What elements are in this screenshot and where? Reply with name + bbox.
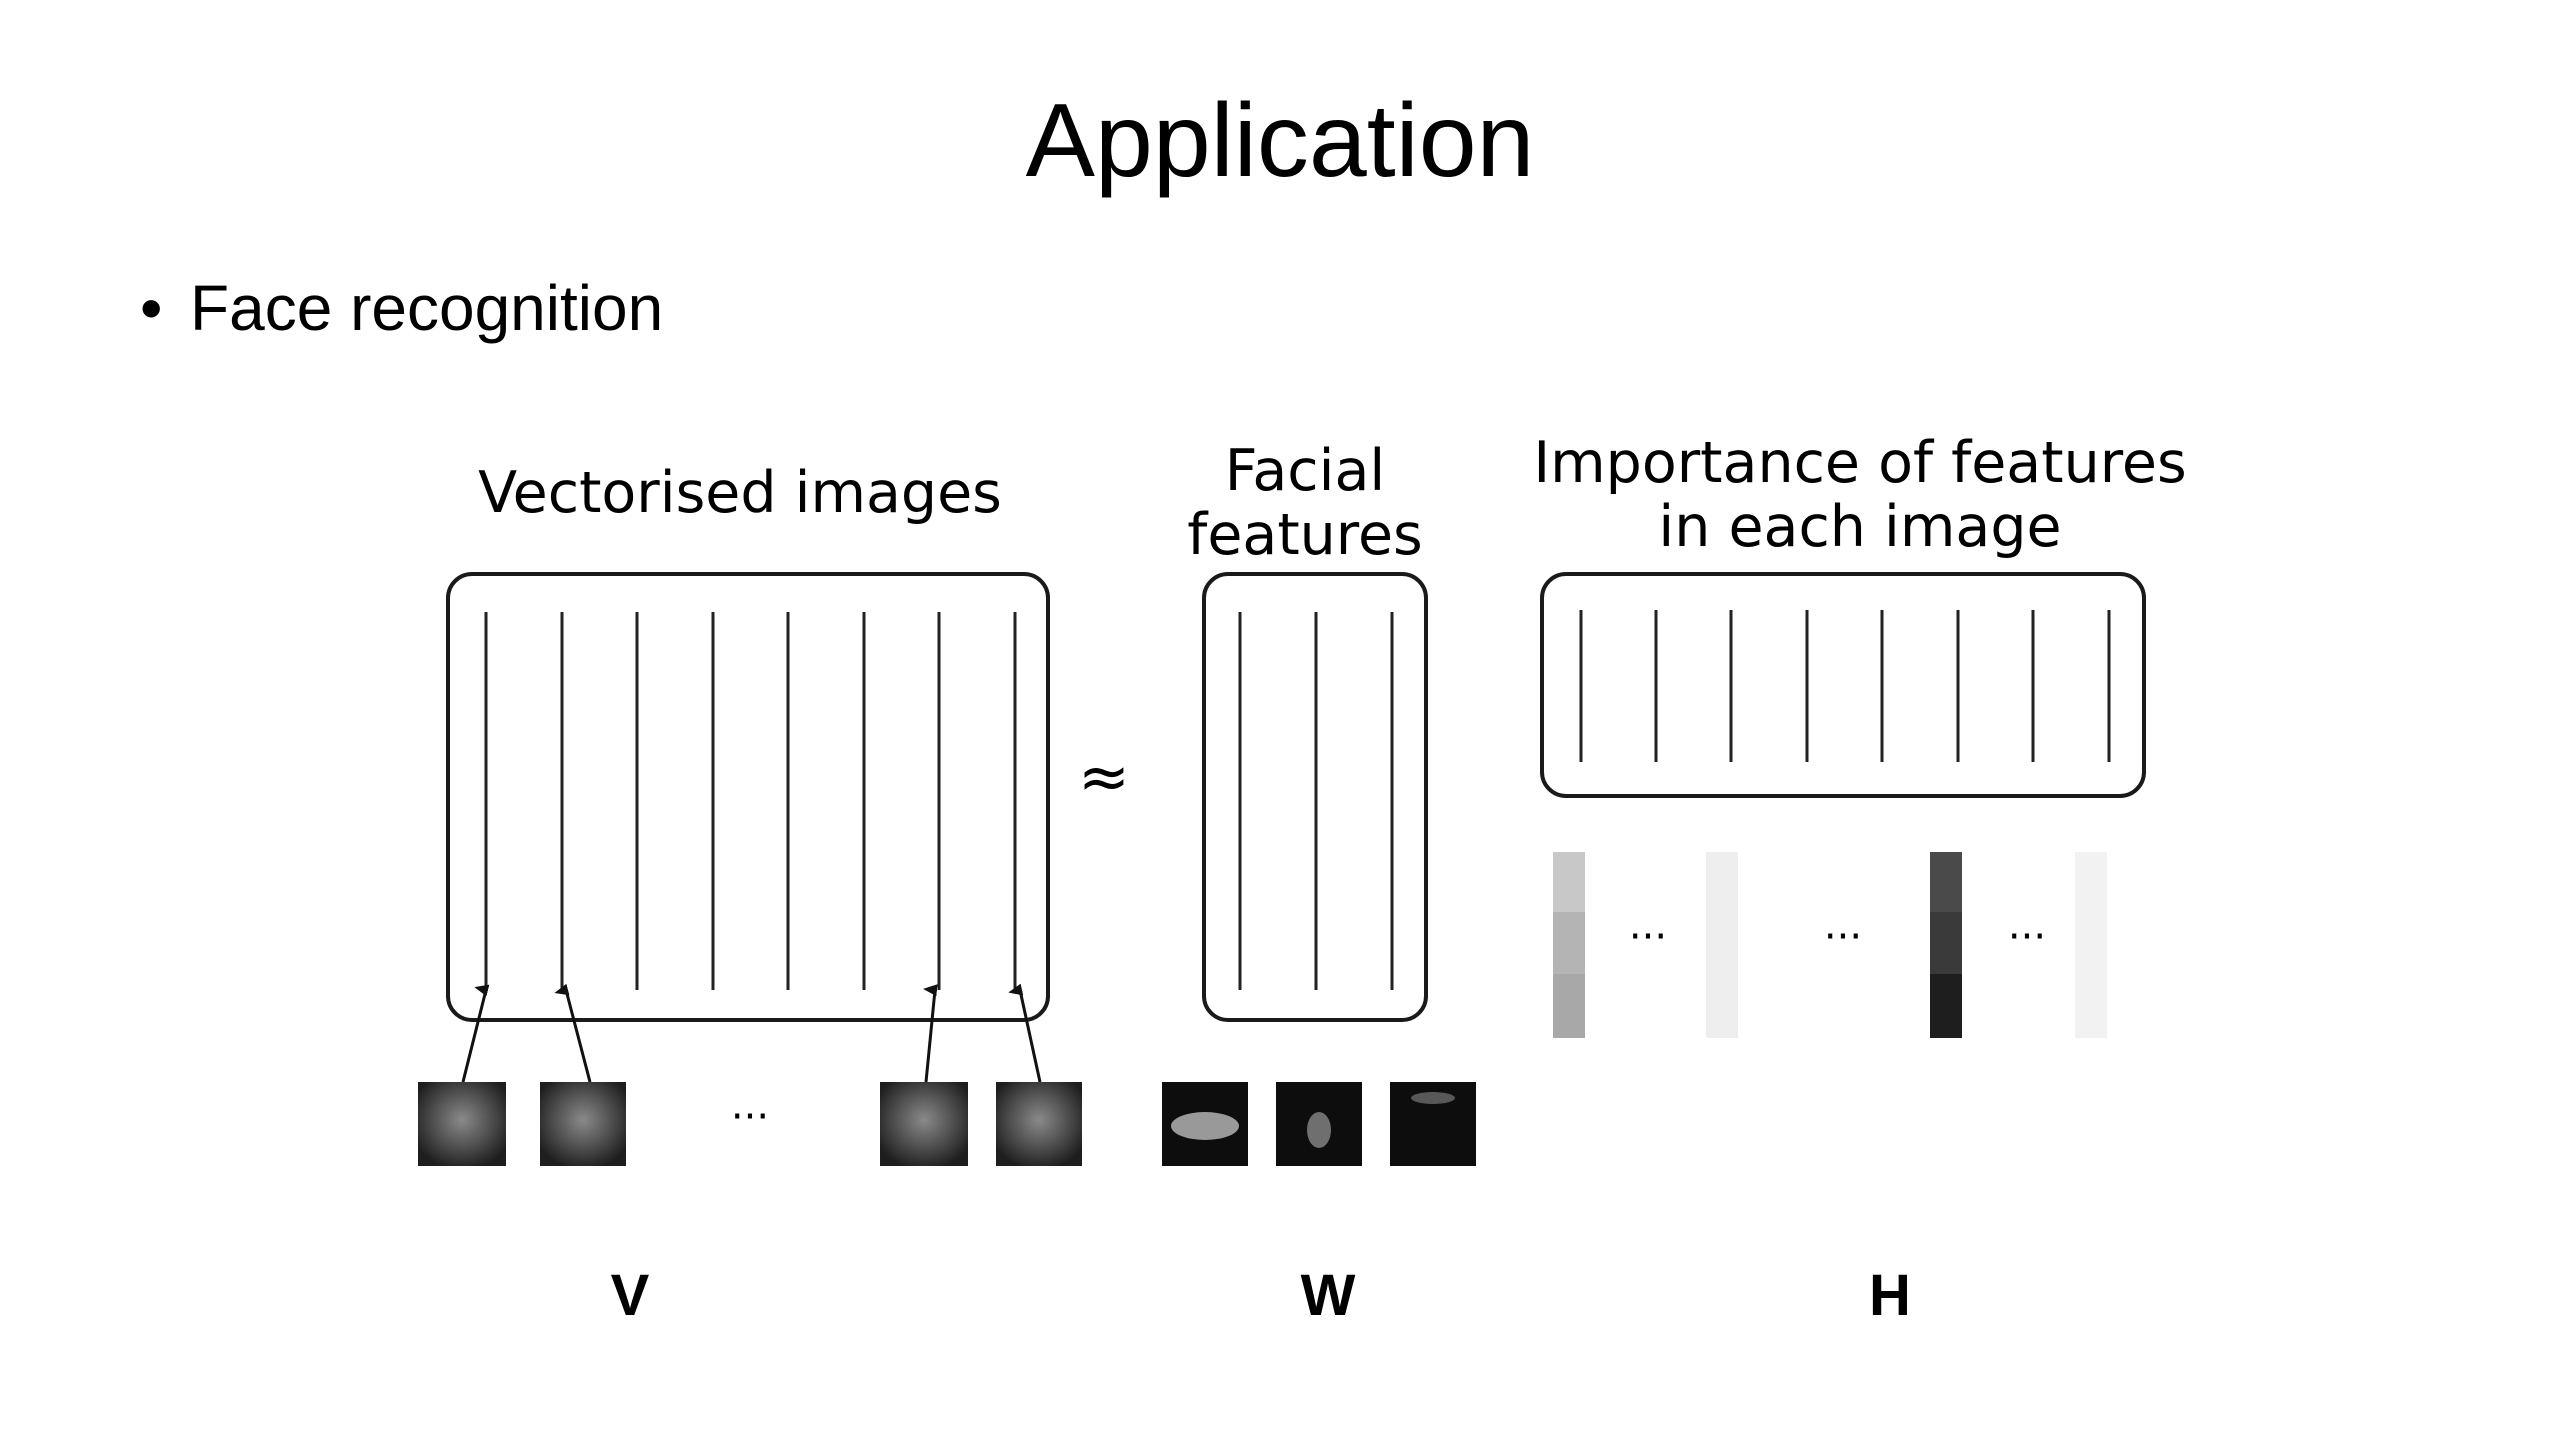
h-ellipsis: ··· — [1824, 914, 1862, 960]
face-image — [996, 1082, 1082, 1166]
matrix-name-v: V — [610, 1263, 650, 1328]
arrow — [923, 984, 938, 1083]
h-label-line1: Importance of features — [1533, 430, 2187, 496]
w-matrix-label: Facial features — [1150, 438, 1460, 568]
face-image-thumbnails — [418, 1082, 1082, 1166]
arrow — [554, 983, 592, 1083]
matrix-name-w: W — [1300, 1263, 1356, 1328]
importance-bar — [1706, 852, 1738, 1038]
arrow — [461, 984, 490, 1083]
h-ellipsis: ··· — [1629, 914, 1667, 960]
feature-highlight — [1411, 1092, 1455, 1104]
face-image — [418, 1082, 506, 1166]
bullet-dot: • — [140, 272, 163, 344]
importance-bar-shade — [1930, 852, 1962, 912]
importance-bar-shade — [1553, 974, 1585, 1038]
importance-bar-shade — [1553, 912, 1585, 974]
bullet-text: Face recognition — [190, 272, 664, 344]
feature-highlight — [1171, 1112, 1239, 1140]
h-label-line2: in each image — [1658, 493, 2062, 560]
w-matrix-columns — [1238, 612, 1394, 990]
approx-symbol: ≈ — [1078, 740, 1130, 813]
arrow — [1008, 983, 1042, 1083]
v-matrix-label: Vectorised images — [478, 460, 1002, 526]
face-image — [540, 1082, 626, 1166]
h-ellipsis: ··· — [2008, 914, 2046, 960]
w-label-line2: features — [1187, 501, 1423, 568]
importance-bar — [2075, 852, 2107, 1038]
matrix-name-h: H — [1869, 1263, 1911, 1328]
h-matrix-label: Importance of features in each image — [1500, 430, 2220, 560]
v-ellipsis: ··· — [731, 1094, 769, 1140]
v-matrix-box — [446, 572, 1050, 1022]
v-matrix-columns — [484, 612, 1017, 990]
feature-highlight — [1307, 1112, 1331, 1148]
image-to-column-arrows — [461, 983, 1042, 1083]
facial-feature-thumbnails — [1162, 1082, 1476, 1166]
importance-column-bars — [1553, 852, 2107, 1038]
face-image — [880, 1082, 968, 1166]
w-matrix-box — [1202, 572, 1428, 1022]
w-label-line1: Facial — [1224, 438, 1386, 504]
bullet-item: • Face recognition — [140, 270, 663, 347]
h-matrix-box — [1540, 572, 2146, 798]
slide-title: Application — [1025, 83, 1535, 199]
h-matrix-columns — [1579, 610, 2111, 762]
importance-bar-shade — [1930, 974, 1962, 1038]
